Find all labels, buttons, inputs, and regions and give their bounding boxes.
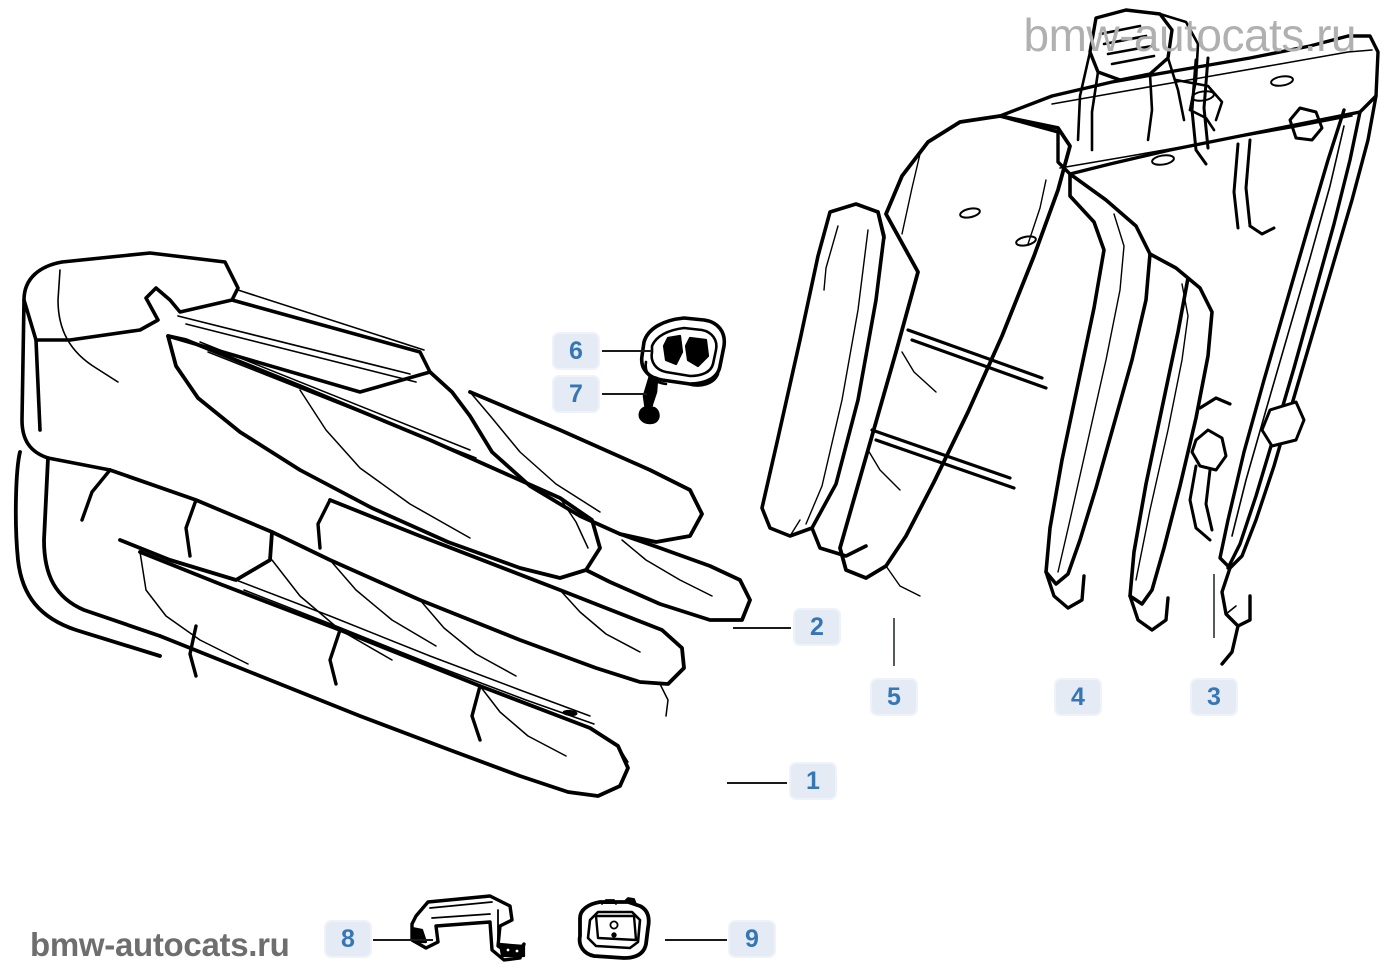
frame-clip-block [1260,400,1306,448]
backrest-lower-right-panel [1044,570,1170,632]
callout-badge-1[interactable]: 1 [789,762,837,800]
watermark-top-right: bmw-autocats.ru [1023,9,1356,61]
headrest-guide-bracket [1088,8,1174,82]
cushion-cover-seam-lines [199,341,713,597]
frame-right-inner-lines [1225,125,1345,615]
part-6-bezel-details [662,334,710,368]
leader-line-2 [733,627,791,629]
leader-line-9 [665,939,727,941]
right-bolster-seams [1057,213,1189,581]
callout-badge-8[interactable]: 8 [324,920,372,958]
backrest-cushion-seam-lines [867,153,1047,597]
backrest-main-cushion [838,114,1072,580]
callout-badge-5[interactable]: 5 [870,678,918,716]
callout-badge-3[interactable]: 3 [1190,678,1238,716]
watermark-bottom-left: bmw-autocats.ru [30,926,290,963]
leader-line-8 [373,939,433,941]
leader-line-3 [1213,574,1215,638]
frame-diagonal-braces [1190,56,1210,166]
seat-cushion-lower-pad-seams [139,551,669,763]
frame-detail-hook [1198,396,1232,410]
leader-line-6 [602,350,652,352]
leader-line-5 [893,618,895,666]
callout-badge-4[interactable]: 4 [1054,678,1102,716]
frame-lower-hinge [1188,428,1228,542]
backrest-right-bolster [1044,172,1214,606]
backrest-frame-right [1218,94,1378,666]
part-7-screw [638,374,660,425]
part-9-cover-marks [601,897,637,938]
cushion-cover-top-seams [57,269,425,383]
callout-badge-2[interactable]: 2 [793,608,841,646]
part-8-bracket-detail [410,926,526,958]
part-8-bracket-lines [429,901,499,941]
backrest-left-side-panel [760,202,886,558]
cushion-pad-marker [562,709,578,717]
callout-badge-7[interactable]: 7 [552,375,600,413]
backrest-upper-rail-detail [1051,49,1373,169]
frame-upper-tabs [1232,106,1324,236]
leader-line-7 [602,393,647,395]
cushion-lower-contour [80,468,482,742]
backrest-cushion-divider-seams [870,328,1048,490]
leader-line-1 [727,782,787,784]
callout-badge-6[interactable]: 6 [552,332,600,370]
callout-badge-9[interactable]: 9 [728,920,776,958]
seat-cushion-cover-outline [20,251,432,472]
backrest-left-side-panel-seams [789,225,869,537]
